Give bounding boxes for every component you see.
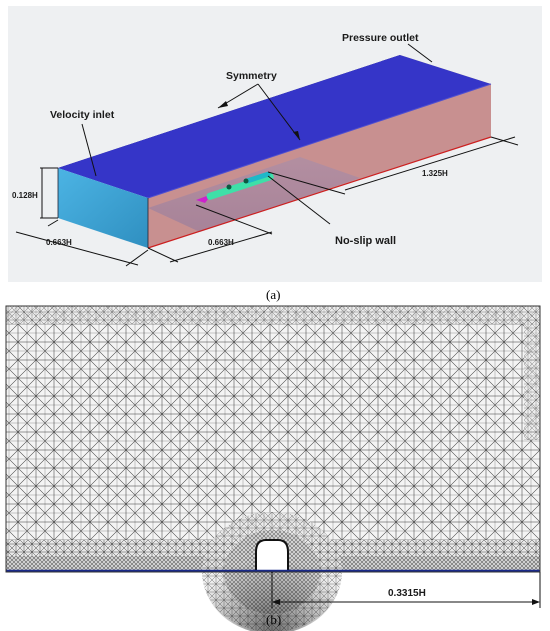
dimension-upstream: 0.663H <box>147 204 273 263</box>
downstream-dimension-label: 1.325H <box>422 169 448 178</box>
velocity-inlet-label: Velocity inlet <box>50 109 115 121</box>
velocity-inlet-face <box>58 168 148 248</box>
dimension-height: 0.128H <box>12 167 58 219</box>
no-slip-wall-label: No-slip wall <box>335 235 396 247</box>
symmetry-top-face <box>58 55 491 198</box>
height-dimension-label: 0.128H <box>12 191 38 200</box>
domain-box <box>57 55 492 249</box>
body-section <box>255 539 289 572</box>
mesh-region <box>5 305 541 631</box>
half-width-dimension-label: 0.3315H <box>388 588 426 599</box>
dimension-width: 0.663H <box>15 219 149 267</box>
vehicle-model <box>196 171 274 203</box>
no-slip-wall-edge <box>147 136 492 249</box>
model-wheel <box>226 184 232 190</box>
velocity-inlet-leader <box>81 123 97 177</box>
dimension-downstream: 1.325H <box>267 136 519 195</box>
caption-a: (a) <box>266 287 280 302</box>
dimension-half-width: 0.3315H <box>271 572 541 608</box>
symmetry-label: Symmetry <box>226 70 277 82</box>
panel-a: Pressure outlet Symmetry Velocity inlet … <box>8 6 542 282</box>
symmetry-leader <box>257 83 301 141</box>
pressure-outlet-label: Pressure outlet <box>342 32 419 44</box>
pressure-outlet-leader <box>407 43 433 63</box>
model-wheel <box>243 178 249 184</box>
panel-b: 0.3315H <box>5 305 541 631</box>
caption-b: (b) <box>266 612 281 627</box>
no-slip-wall-leader <box>267 175 331 225</box>
floor-shading <box>148 157 360 232</box>
width-dimension-label: 0.663H <box>46 238 72 247</box>
upstream-dimension-label: 0.663H <box>208 238 234 247</box>
